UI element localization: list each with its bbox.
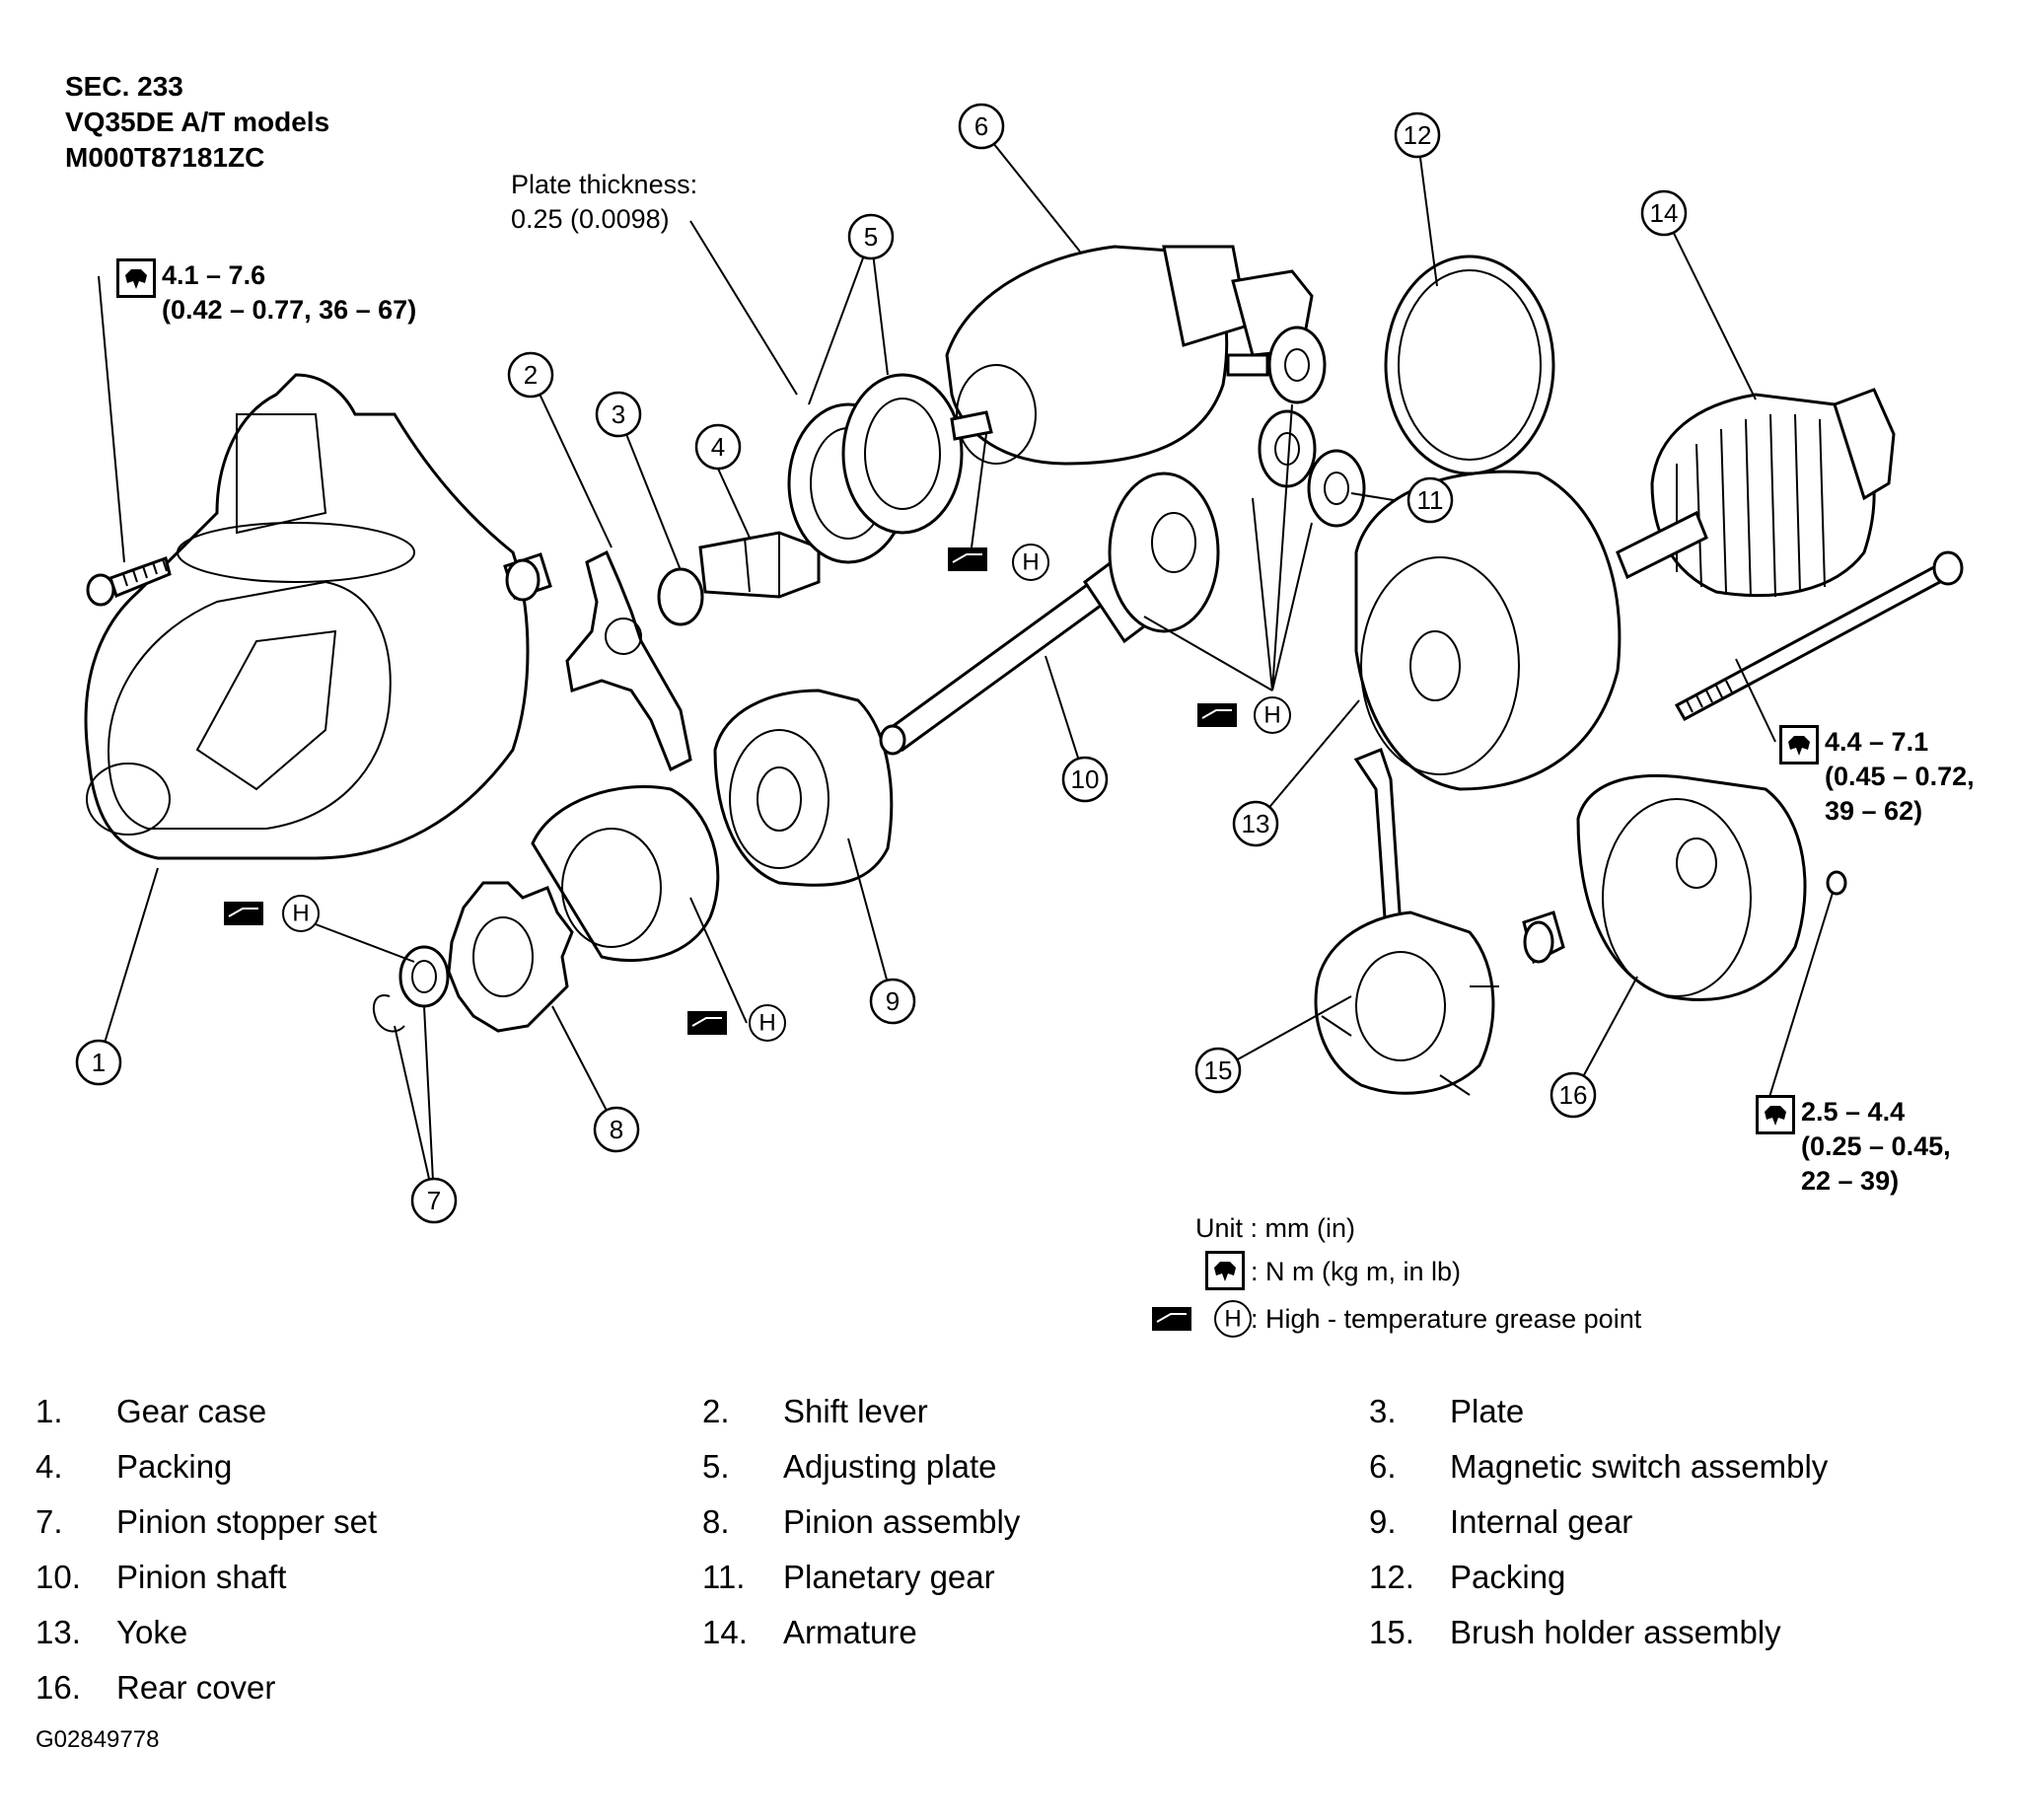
svg-text:H: H bbox=[1224, 1306, 1241, 1333]
pinion-shaft-drawing bbox=[879, 472, 1220, 756]
torque-units-legend: : N m (kg m, in lb) bbox=[1251, 1257, 1462, 1286]
svg-text:16: 16 bbox=[1559, 1080, 1588, 1110]
callout-3: 3 bbox=[595, 391, 642, 438]
svg-text:H: H bbox=[1022, 549, 1039, 576]
svg-text:H: H bbox=[292, 901, 309, 927]
torque-wrench-icon bbox=[1756, 1095, 1795, 1134]
torque-rear-screw-alt-units-2: 22 – 39) bbox=[1801, 1166, 1900, 1196]
callout-14: 14 bbox=[1640, 189, 1688, 237]
torque-bolt-value: 4.1 – 7.6 bbox=[162, 260, 266, 290]
armature-drawing bbox=[1616, 388, 1896, 598]
unit-legend: Unit : mm (in) bbox=[1195, 1213, 1355, 1243]
grease-gun-icon: H bbox=[1197, 696, 1291, 734]
section-header: SEC. 233 VQ35DE A/T models M000T87181ZC bbox=[65, 69, 329, 176]
torque-rear-screw-alt-units-1: (0.25 – 0.45, bbox=[1801, 1131, 1951, 1161]
callout-8: 8 bbox=[593, 1106, 640, 1153]
diagram-code: M000T87181ZC bbox=[65, 142, 265, 173]
grease-gun-icon: H bbox=[224, 895, 320, 932]
svg-text:9: 9 bbox=[886, 986, 900, 1016]
svg-text:3: 3 bbox=[612, 400, 625, 429]
packing-ring-drawing bbox=[1384, 255, 1555, 475]
callout-15: 15 bbox=[1194, 1047, 1242, 1094]
shift-lever-drawing bbox=[565, 549, 692, 772]
torque-through-bolt-alt-units-2: 39 – 62) bbox=[1825, 796, 1923, 826]
svg-text:4: 4 bbox=[711, 432, 725, 462]
grease-gun-icon: H bbox=[687, 1004, 786, 1042]
svg-text:H: H bbox=[1263, 702, 1280, 729]
callout-1: 1 bbox=[75, 1039, 122, 1086]
adjusting-plate-drawing bbox=[787, 373, 964, 564]
leader-lines bbox=[98, 127, 1834, 1201]
svg-text:1: 1 bbox=[92, 1048, 106, 1077]
callout-6: 6 bbox=[958, 103, 1005, 150]
callout-13: 13 bbox=[1232, 800, 1279, 847]
svg-text:5: 5 bbox=[864, 222, 878, 252]
packing-drawing bbox=[698, 531, 821, 599]
callout-4: 4 bbox=[694, 423, 742, 471]
torque-through-bolt-alt-units-1: (0.45 – 0.72, bbox=[1825, 762, 1975, 791]
gear-case-drawing bbox=[84, 373, 530, 860]
callout-5: 5 bbox=[847, 213, 895, 260]
pinion-assembly-drawing bbox=[447, 785, 720, 1033]
torque-wrench-icon bbox=[116, 258, 156, 298]
svg-text:12: 12 bbox=[1404, 120, 1432, 150]
svg-text:2: 2 bbox=[524, 360, 538, 390]
rear-cover-drawing bbox=[1522, 773, 1847, 1001]
callout-12: 12 bbox=[1394, 111, 1441, 159]
figure-id: G02849778 bbox=[36, 1726, 160, 1753]
starter-exploded-diagram: 1 2 3 4 5 6 7 8 9 10 11 12 13 14 15 16 H… bbox=[75, 103, 1964, 1338]
torque-spec-rear-screw: 2.5 – 4.4 (0.25 – 0.45, 22 – 39) bbox=[1801, 1095, 1951, 1199]
torque-wrench-icon bbox=[1205, 1251, 1245, 1290]
svg-text:7: 7 bbox=[427, 1186, 441, 1215]
bushing-drawing bbox=[503, 552, 552, 602]
callout-9: 9 bbox=[869, 978, 916, 1025]
torque-through-bolt-value: 4.4 – 7.1 bbox=[1825, 727, 1929, 757]
torque-rear-screw-value: 2.5 – 4.4 bbox=[1801, 1097, 1906, 1127]
mounting-bolt-drawing bbox=[86, 556, 172, 607]
svg-text:13: 13 bbox=[1242, 809, 1270, 838]
svg-text:15: 15 bbox=[1204, 1056, 1233, 1085]
svg-text:14: 14 bbox=[1650, 198, 1679, 228]
svg-text:10: 10 bbox=[1071, 764, 1100, 794]
grease-gun-icon: H bbox=[1152, 1300, 1252, 1338]
callout-10: 10 bbox=[1061, 756, 1109, 803]
callout-16: 16 bbox=[1550, 1071, 1597, 1119]
grease-legend: : High - temperature grease point bbox=[1251, 1304, 1642, 1334]
section-number: SEC. 233 bbox=[65, 71, 183, 102]
torque-spec-bolt: 4.1 – 7.6 (0.42 – 0.77, 36 – 67) bbox=[162, 258, 416, 328]
callout-2: 2 bbox=[507, 351, 554, 399]
callout-7: 7 bbox=[410, 1177, 458, 1224]
plate-thickness-label: Plate thickness: bbox=[511, 170, 698, 199]
yoke-drawing bbox=[1354, 470, 1622, 791]
plate-drawing bbox=[657, 567, 704, 626]
torque-bolt-alt-units: (0.42 – 0.77, 36 – 67) bbox=[162, 295, 417, 325]
svg-text:H: H bbox=[758, 1010, 775, 1037]
brush-holder-drawing bbox=[1314, 748, 1499, 1096]
svg-text:8: 8 bbox=[610, 1115, 623, 1144]
svg-text:11: 11 bbox=[1417, 485, 1444, 515]
plate-thickness-note: Plate thickness: 0.25 (0.0098) bbox=[511, 168, 697, 237]
plate-thickness-value: 0.25 (0.0098) bbox=[511, 204, 670, 234]
planetary-gears-drawing bbox=[1258, 326, 1366, 528]
svg-text:6: 6 bbox=[974, 111, 988, 141]
torque-spec-through-bolt: 4.4 – 7.1 (0.45 – 0.72, 39 – 62) bbox=[1825, 725, 1975, 829]
model-label: VQ35DE A/T models bbox=[65, 107, 330, 137]
internal-gear-drawing bbox=[713, 689, 894, 887]
torque-wrench-icon bbox=[1779, 725, 1819, 764]
callout-11: 11 bbox=[1406, 476, 1454, 524]
grease-gun-icon: H bbox=[948, 544, 1049, 581]
magnetic-switch-drawing bbox=[945, 245, 1314, 466]
